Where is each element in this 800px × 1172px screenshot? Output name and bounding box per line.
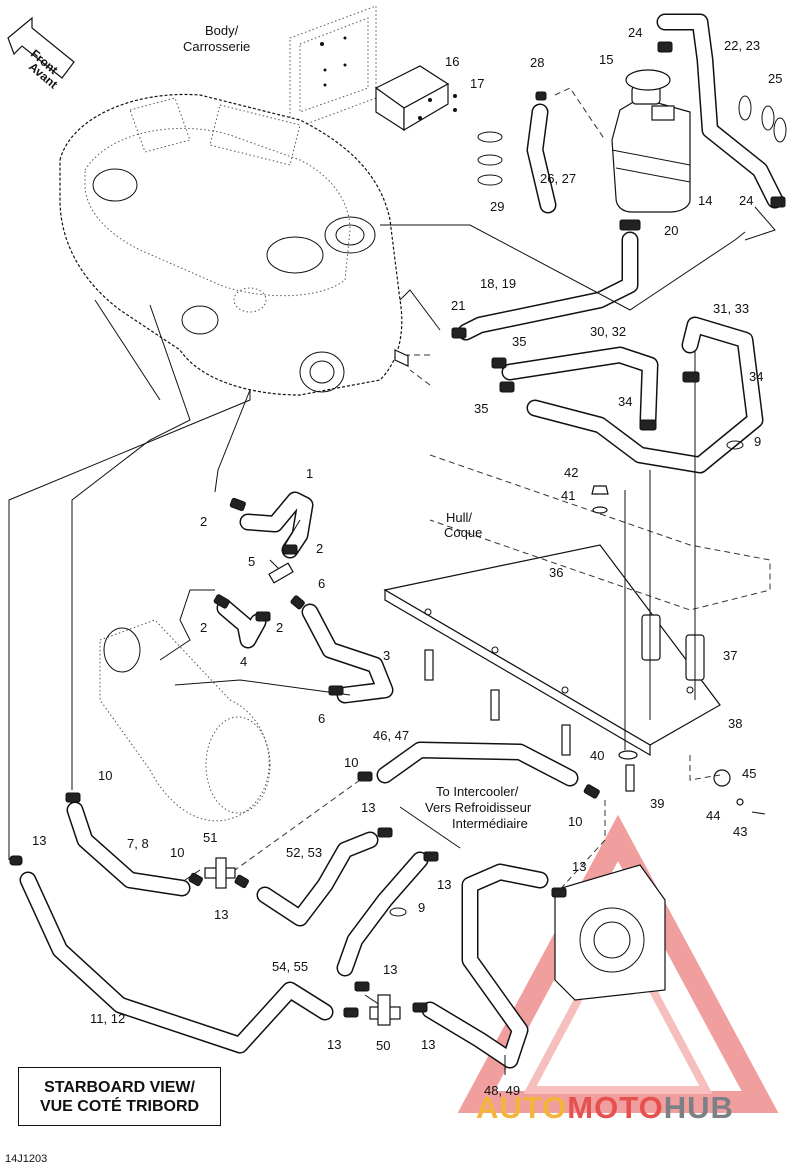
svg-text:26, 27: 26, 27: [540, 171, 576, 186]
svg-text:44: 44: [706, 808, 720, 823]
svg-text:10: 10: [98, 768, 112, 783]
svg-text:35: 35: [512, 334, 526, 349]
svg-text:38: 38: [728, 716, 742, 731]
svg-text:25: 25: [768, 71, 782, 86]
svg-text:35: 35: [474, 401, 488, 416]
view-title-box: STARBOARD VIEW/ VUE COTÉ TRIBORD: [18, 1067, 221, 1126]
svg-text:45: 45: [742, 766, 756, 781]
svg-text:10: 10: [344, 755, 358, 770]
svg-text:4: 4: [240, 654, 247, 669]
watermark-logo: AUTOMOTOHUB: [476, 1090, 734, 1125]
tee-fittings: [204, 562, 401, 1026]
svg-text:13: 13: [421, 1037, 435, 1052]
coolant-reservoir: [611, 69, 691, 213]
svg-text:10: 10: [568, 814, 582, 829]
svg-text:40: 40: [590, 748, 604, 763]
figure-code: 14J1203: [5, 1153, 48, 1165]
svg-text:43: 43: [733, 824, 747, 839]
svg-text:17: 17: [470, 76, 484, 91]
svg-text:18, 19: 18, 19: [480, 276, 516, 291]
svg-text:9: 9: [754, 434, 761, 449]
svg-text:2: 2: [316, 541, 323, 556]
svg-text:16: 16: [445, 54, 459, 69]
watermark-triangle: [457, 814, 779, 1113]
svg-text:13: 13: [361, 800, 375, 815]
bracket-16: [374, 65, 457, 132]
svg-text:6: 6: [318, 711, 325, 726]
label-body-fr: Carrosserie: [183, 39, 250, 54]
svg-text:2: 2: [200, 620, 207, 635]
label-intercooler-fr: Vers Refroidisseur: [425, 800, 532, 815]
label-hull: Hull/: [446, 510, 472, 525]
svg-text:24: 24: [739, 193, 753, 208]
svg-text:36: 36: [549, 565, 563, 580]
svg-text:1: 1: [306, 466, 313, 481]
view-title-en: STARBOARD VIEW/: [44, 1078, 195, 1096]
hoses: [19, 13, 784, 1069]
svg-text:51: 51: [203, 830, 217, 845]
label-body: Body/: [205, 23, 239, 38]
svg-text:9: 9: [418, 900, 425, 915]
svg-text:54, 55: 54, 55: [272, 959, 308, 974]
svg-text:46, 47: 46, 47: [373, 728, 409, 743]
hardware: [424, 485, 766, 815]
svg-text:37: 37: [723, 648, 737, 663]
label-intercooler: To Intercooler/: [436, 784, 519, 799]
svg-text:42: 42: [564, 465, 578, 480]
svg-text:24: 24: [628, 25, 642, 40]
svg-text:7, 8: 7, 8: [127, 836, 149, 851]
svg-text:13: 13: [214, 907, 228, 922]
svg-text:41: 41: [561, 488, 575, 503]
svg-text:21: 21: [451, 298, 465, 313]
svg-text:13: 13: [383, 962, 397, 977]
svg-text:3: 3: [383, 648, 390, 663]
view-title-fr: VUE COTÉ TRIBORD: [39, 1097, 200, 1115]
callout-labels: Body/ Carrosserie Hull/ Coque To Interco…: [32, 23, 782, 1098]
svg-text:14: 14: [698, 193, 712, 208]
svg-text:15: 15: [599, 52, 613, 67]
svg-text:22, 23: 22, 23: [724, 38, 760, 53]
svg-text:39: 39: [650, 796, 664, 811]
hull-plate: [383, 454, 771, 757]
intercooler: [554, 864, 666, 1001]
svg-text:20: 20: [664, 223, 678, 238]
body-panel: [289, 5, 377, 131]
svg-text:31, 33: 31, 33: [713, 301, 749, 316]
svg-text:29: 29: [490, 199, 504, 214]
svg-text:13: 13: [572, 859, 586, 874]
front-arrow: Front Avant: [7, 16, 75, 91]
hose-clamps: [9, 41, 787, 1018]
svg-text:11, 12: 11, 12: [90, 1011, 125, 1026]
svg-text:52, 53: 52, 53: [286, 845, 322, 860]
svg-text:50: 50: [376, 1038, 390, 1053]
svg-text:48, 49: 48, 49: [484, 1083, 520, 1098]
svg-text:2: 2: [276, 620, 283, 635]
svg-text:13: 13: [437, 877, 451, 892]
label-intercooler-fr2: Intermédiaire: [452, 816, 528, 831]
label-hull-fr: Coque: [444, 525, 482, 540]
svg-text:30, 32: 30, 32: [590, 324, 626, 339]
svg-text:6: 6: [318, 576, 325, 591]
svg-text:28: 28: [530, 55, 544, 70]
engine: [59, 93, 409, 396]
leader-lines: [8, 87, 776, 1075]
svg-text:13: 13: [32, 833, 46, 848]
svg-text:13: 13: [327, 1037, 341, 1052]
svg-text:34: 34: [618, 394, 632, 409]
svg-text:10: 10: [170, 845, 184, 860]
svg-text:5: 5: [248, 554, 255, 569]
svg-text:2: 2: [200, 514, 207, 529]
pump-assembly: [99, 619, 271, 822]
svg-text:34: 34: [749, 369, 763, 384]
